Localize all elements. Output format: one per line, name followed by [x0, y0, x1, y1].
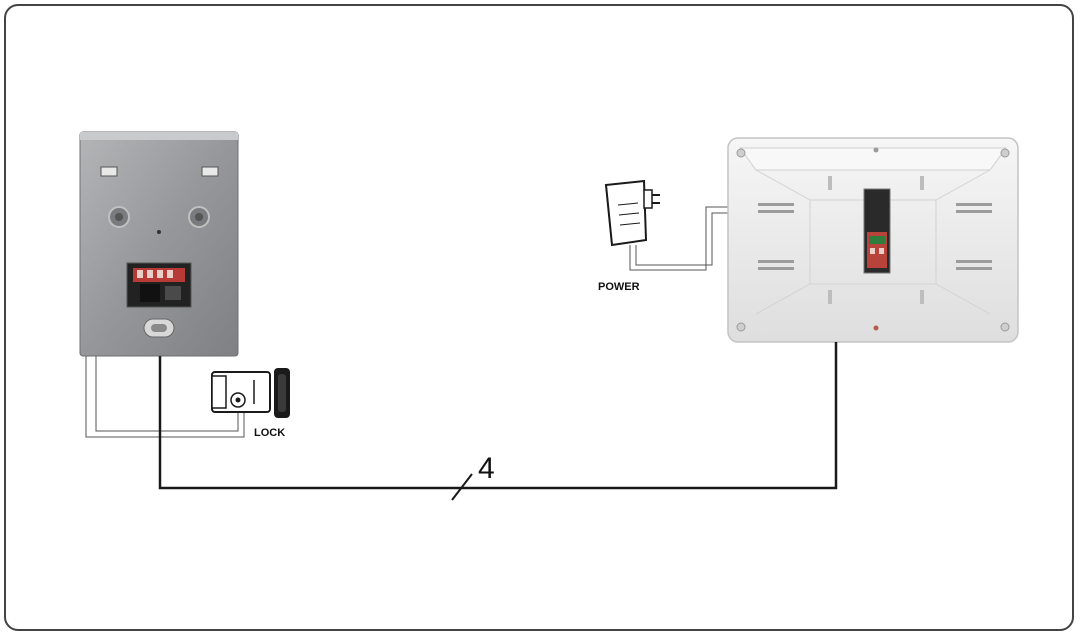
four-wire-cable	[158, 342, 838, 490]
lock-label: LOCK	[254, 427, 286, 439]
wire-count-label: 4	[478, 452, 495, 485]
outdoor-camera-panel	[79, 131, 239, 357]
panel-mic-hole	[157, 230, 161, 234]
indoor-monitor-back	[727, 137, 1019, 343]
electric-lock-icon	[211, 368, 290, 418]
panel-slot-right	[201, 166, 219, 177]
diagram-frame	[4, 4, 1074, 631]
wire-count-slash	[451, 473, 473, 501]
lock-wires	[85, 356, 245, 438]
power-label: POWER	[598, 281, 640, 293]
panel-slot-left	[100, 166, 118, 177]
power-adapter-icon	[604, 179, 730, 271]
